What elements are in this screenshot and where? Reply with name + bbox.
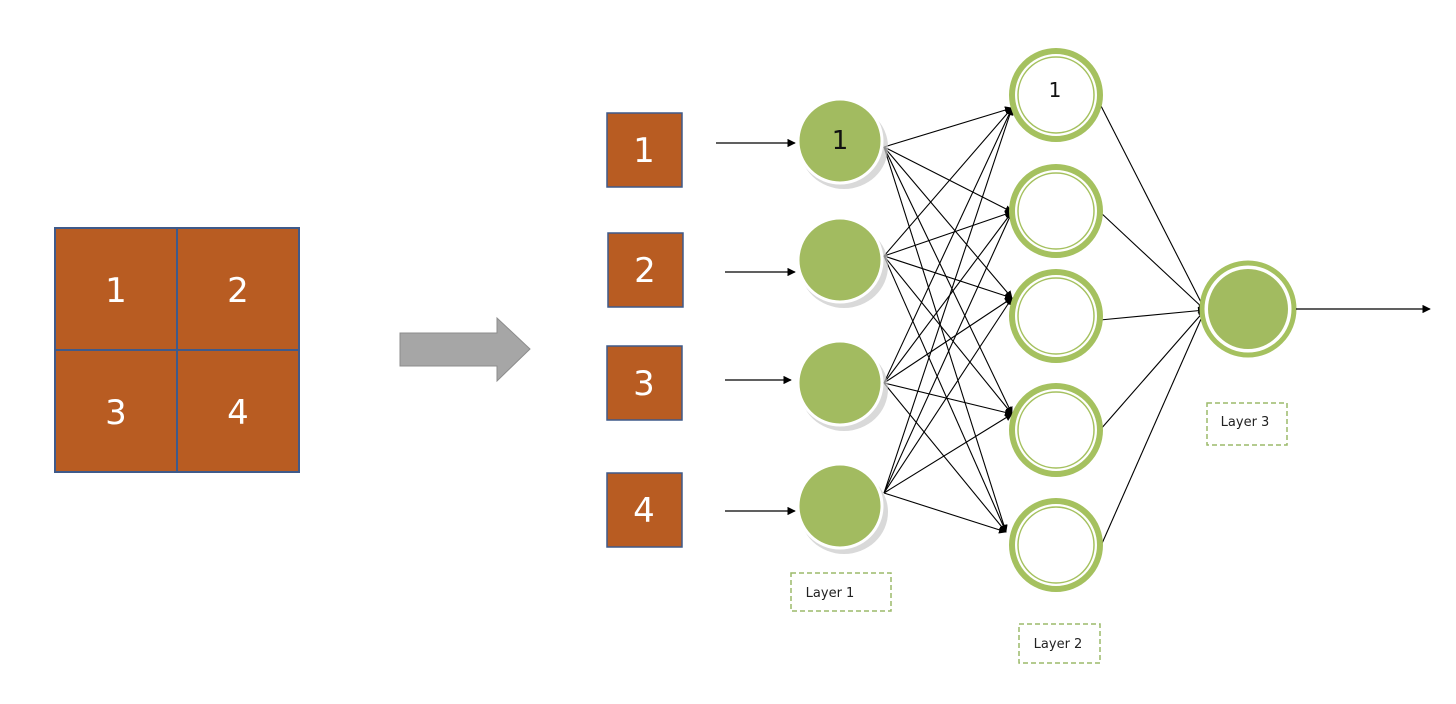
edge-l1n1-l2n2 (883, 146, 1013, 213)
layer2-label-box (1018, 623, 1101, 664)
edge-l1n2-l2n3 (883, 255, 1013, 300)
edge-l1n3-l2n1 (883, 107, 1013, 384)
layer2-label: Layer 2 (1034, 637, 1083, 652)
layer3-label: Layer 3 (1221, 415, 1270, 430)
edge-l1n2-l2n2 (883, 210, 1013, 257)
edge-l1n3-l2n4 (883, 382, 1013, 417)
connections-layer2-layer3 (1099, 103, 1206, 549)
grid-cell-4 (176, 349, 300, 473)
connections-layer1-layer2 (883, 106, 1014, 534)
edge-l1n2-l2n4 (883, 255, 1013, 415)
edge-l1n3-l2n2 (883, 211, 1013, 384)
layer2-node-1-label: 1 (1049, 78, 1062, 102)
edge-l1n4-l2n2 (883, 211, 1013, 494)
grid-cell-3 (54, 349, 178, 473)
edge-l1n1-l2n3 (883, 146, 1013, 299)
input-box-1 (606, 112, 683, 188)
layer-labels: Layer 1 Layer 2 Layer 3 (790, 402, 1288, 664)
grid-cell-3-label: 3 (105, 393, 127, 433)
grid-cell-1 (54, 227, 178, 351)
layer2-node-4 (1009, 383, 1103, 477)
edge-l1n2-l2n1 (883, 107, 1013, 257)
edge-l2n2-l3n1 (1099, 211, 1206, 311)
edge-l1n1-l2n5 (883, 146, 1008, 533)
input-box-4-label: 4 (633, 491, 655, 531)
layer3-nodes (1199, 260, 1297, 358)
input-boxes: 1 2 3 4 (606, 112, 684, 548)
input-arrows (716, 138, 796, 516)
layer1-node-3 (796, 339, 884, 427)
grid-cell-2 (176, 227, 300, 351)
flatten-arrow (399, 316, 531, 383)
grid-cell-4-label: 4 (227, 393, 249, 433)
grid-cell-1-label: 1 (105, 271, 127, 311)
layer1-label: Layer 1 (806, 586, 855, 601)
edge-l1n3-l2n5 (883, 382, 1007, 533)
edge-l1n4-l2n4 (883, 413, 1013, 494)
input-image-grid: 1 2 3 4 (54, 227, 300, 473)
input-box-2 (607, 232, 684, 308)
edge-l2n3-l3n1 (1099, 306, 1206, 321)
input-box-1-label: 1 (633, 131, 655, 171)
edge-l1n4-l2n3 (883, 297, 1013, 494)
layer2-nodes: 1 (1009, 48, 1103, 592)
layer2-node-2 (1009, 164, 1103, 258)
edge-l2n4-l3n1 (1099, 309, 1206, 431)
layer1-node-1-label: 1 (832, 126, 849, 156)
input-box-3 (606, 345, 683, 421)
edge-l2n1-l3n1 (1099, 103, 1206, 311)
layer2-node-1 (1009, 48, 1103, 142)
edge-l1n1-l2n4 (883, 146, 1013, 415)
edge-l1n4-l2n1 (883, 107, 1014, 494)
layer1-nodes: 1 (796, 97, 888, 554)
edge-l1n1-l2n1 (883, 106, 1013, 148)
layer1-node-2 (796, 216, 884, 304)
grid-cell-2-label: 2 (227, 271, 249, 311)
input-box-3-label: 3 (633, 364, 655, 404)
layer1-node-4 (796, 462, 884, 550)
edge-l1n3-l2n3 (883, 297, 1013, 384)
edge-l1n4-l2n5 (883, 492, 1007, 534)
layer1-label-box (790, 572, 892, 612)
layer2-node-3 (1009, 269, 1103, 363)
input-box-4 (606, 472, 683, 548)
layer1-node-1 (796, 97, 884, 185)
layer3-label-box (1206, 402, 1288, 446)
layer2-node-5 (1009, 498, 1103, 592)
input-box-2-label: 2 (634, 251, 656, 291)
edge-l2n5-l3n1 (1099, 309, 1206, 549)
edge-l1n2-l2n5 (883, 255, 1007, 533)
